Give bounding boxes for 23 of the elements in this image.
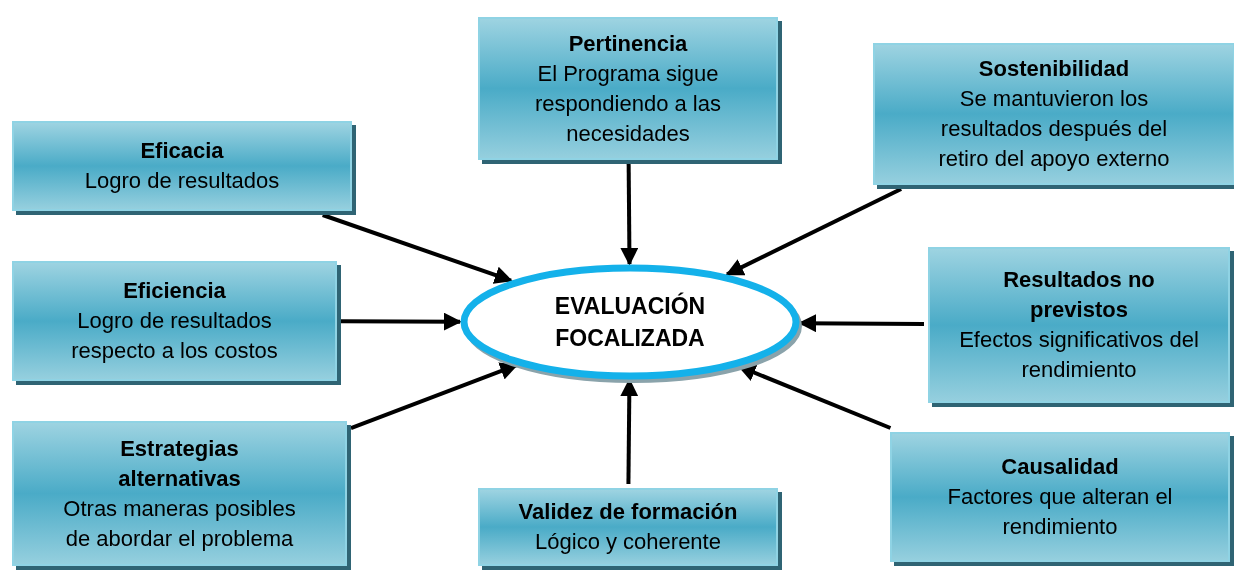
- arrow: [620, 164, 639, 266]
- arrow: [322, 213, 513, 284]
- box-description: Factores que alteran el rendimiento: [946, 483, 1174, 541]
- ellipse-title: EVALUACIÓN FOCALIZADA: [553, 291, 707, 353]
- box-heading: Sostenibilidad: [978, 55, 1130, 83]
- box-description: Logro de resultados respecto a los costos: [70, 307, 279, 365]
- arrow: [350, 362, 519, 431]
- box-heading: Validez de formación: [518, 498, 738, 526]
- box-heading: Pertinencia: [568, 29, 688, 58]
- box-heading: Causalidad: [1001, 453, 1119, 481]
- box-heading: Eficiencia: [123, 277, 226, 305]
- box-description: El Programa sigue respondiendo a las necesidades: [534, 59, 722, 148]
- arrow: [725, 187, 902, 277]
- box-description: Logro de resultados: [84, 167, 280, 195]
- box-heading: Estrategias alternativas: [117, 434, 242, 493]
- arrow: [341, 312, 462, 331]
- box-heading: Eficacia: [140, 137, 224, 165]
- box-description: Efectos significativos del rendimiento: [958, 326, 1200, 384]
- arrow: [798, 314, 924, 333]
- box-heading: Resultados no previstos: [1002, 266, 1156, 324]
- box-description: Otras maneras posibles de abordar el problema: [62, 494, 297, 553]
- box-description: Lógico y coherente: [535, 528, 721, 556]
- box-description: Se mantuvieron los resultados después del retiro del apoyo externo: [937, 85, 1171, 173]
